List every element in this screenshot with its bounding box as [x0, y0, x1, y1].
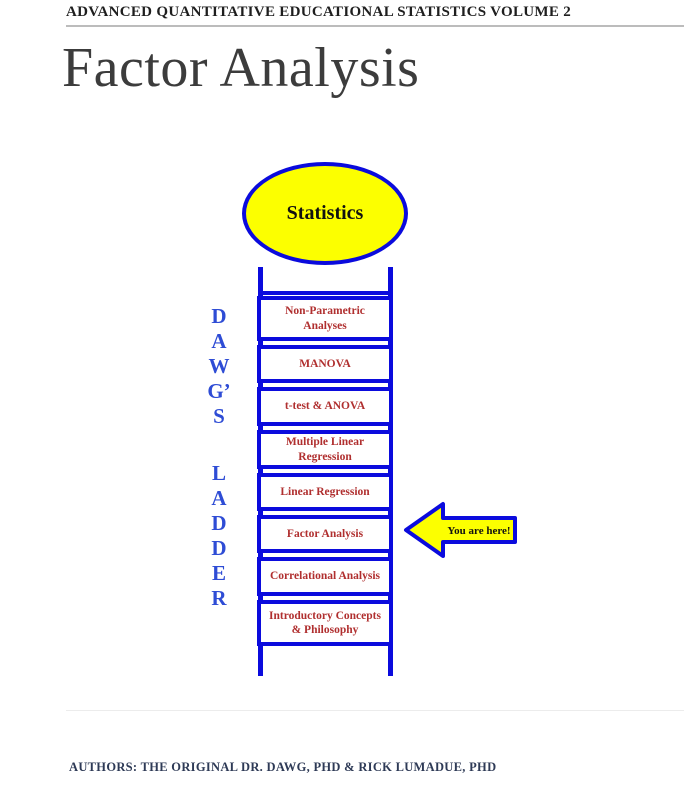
- header-rule: [66, 25, 684, 27]
- side-letter: D: [211, 536, 227, 560]
- arrow-shape: [404, 502, 517, 558]
- authors-line: AUTHORS: THE ORIGINAL DR. DAWG, PHD & RI…: [69, 760, 497, 774]
- ladder-rung-introductory-concepts: Introductory Concepts & Philosophy: [257, 600, 393, 646]
- statistics-label: Statistics: [286, 202, 364, 224]
- rung-label: Factor Analysis: [286, 527, 364, 540]
- page-title: Factor Analysis: [62, 37, 420, 99]
- ladder-rung-linear-regression: Linear Regression: [257, 473, 393, 511]
- ladder-rail-right: [388, 267, 393, 676]
- ladder-top-rung-line: [258, 291, 393, 295]
- ladder-rung-manova: MANOVA: [257, 345, 393, 383]
- ladder-rung-factor-analysis: Factor Analysis: [257, 515, 393, 553]
- rung-label: Non-Parametric Analyses: [285, 305, 365, 332]
- side-letter: D: [211, 511, 227, 535]
- side-letter: L: [211, 461, 226, 485]
- side-letter: A: [211, 486, 227, 510]
- rung-label: Correlational Analysis: [269, 570, 380, 583]
- ladder-rung-non-parametric: Non-Parametric Analyses: [257, 296, 393, 341]
- side-letter: D: [211, 304, 227, 328]
- ladder-rung-correlational-analysis: Correlational Analysis: [257, 557, 393, 596]
- side-letter: W: [208, 354, 230, 378]
- ladder-rung-ttest-anova: t-test & ANOVA: [257, 387, 393, 426]
- rung-label: Introductory Concepts & Philosophy: [269, 609, 381, 636]
- side-letter: E: [211, 561, 226, 585]
- dawgs-ladder-vertical-label: D A W G’ S L A D D E R: [196, 304, 242, 611]
- ladder-rung-multiple-linear-regression: Multiple Linear Regression: [257, 430, 393, 469]
- side-letter: S: [213, 404, 225, 428]
- rung-label: Multiple Linear Regression: [285, 436, 365, 463]
- rung-label: t-test & ANOVA: [284, 400, 366, 413]
- bottom-rule: [66, 710, 684, 711]
- ladder-rail-left: [258, 267, 263, 676]
- statistics-ellipse: Statistics: [242, 162, 408, 265]
- side-letter: A: [211, 329, 227, 353]
- arrow-label: You are here!: [447, 525, 510, 537]
- side-letter: R: [211, 586, 227, 610]
- rung-label: Linear Regression: [280, 485, 370, 498]
- running-header: ADVANCED QUANTITATIVE EDUCATIONAL STATIS…: [66, 4, 572, 20]
- side-letter: G’: [207, 379, 231, 403]
- rung-label: MANOVA: [299, 357, 351, 370]
- you-are-here-arrow: You are here!: [404, 502, 517, 558]
